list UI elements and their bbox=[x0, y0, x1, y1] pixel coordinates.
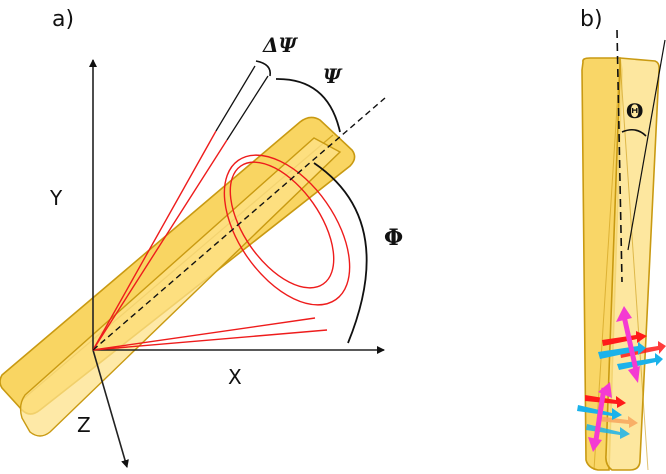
tilted-rod-axis bbox=[627, 39, 666, 251]
delta-psi-arc bbox=[255, 60, 272, 77]
theta-label: Θ bbox=[626, 99, 643, 123]
precession-cone bbox=[92, 130, 351, 351]
panel-b: b) Θ bbox=[577, 7, 666, 471]
psi-label: Ψ bbox=[323, 64, 343, 88]
phi-arc bbox=[313, 162, 368, 344]
crystal-rod-2 bbox=[19, 137, 342, 437]
psi-arc bbox=[275, 78, 341, 133]
panel-a-label: a) bbox=[52, 7, 74, 32]
panel-b-label: b) bbox=[580, 7, 603, 32]
y-axis-label: Y bbox=[49, 186, 63, 210]
polarization-arrows-upper bbox=[598, 306, 666, 383]
polarization-arrows-lower bbox=[577, 382, 638, 452]
z-axis bbox=[92, 349, 129, 468]
z-axis-label: Z bbox=[77, 413, 91, 437]
phi-label: Φ bbox=[384, 225, 403, 251]
delta-psi-label: ΔΨ bbox=[262, 33, 299, 57]
theta-arc bbox=[621, 128, 647, 137]
x-axis-label: X bbox=[228, 365, 242, 389]
panel-a: a) Y X Z Δ bbox=[0, 7, 403, 468]
rod-axis bbox=[92, 97, 386, 351]
vertical-axis bbox=[616, 29, 623, 283]
